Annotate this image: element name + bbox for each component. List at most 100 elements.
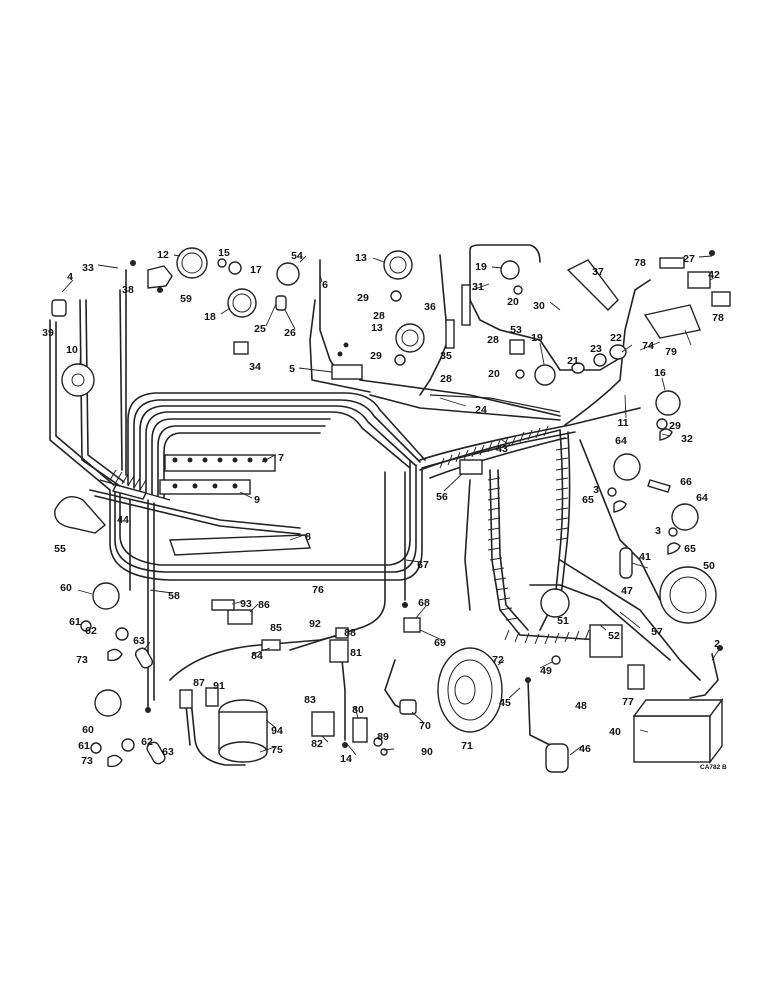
connector-66 <box>647 479 671 493</box>
nut-29-a <box>390 290 402 302</box>
callout-label: 25 <box>254 323 266 335</box>
callout-label: 46 <box>579 743 591 755</box>
callout-label: 75 <box>271 744 283 756</box>
capacitor-46 <box>545 743 569 773</box>
leader-lines <box>61 254 721 756</box>
lamp-16 <box>655 390 681 416</box>
callout-label: 85 <box>270 622 282 634</box>
bracket-93 <box>211 599 235 611</box>
callout-label: 19 <box>475 261 487 273</box>
gauge-54 <box>276 262 300 286</box>
nut-61-upper <box>80 620 92 632</box>
callout-label: 92 <box>309 618 321 630</box>
callout-label: 84 <box>251 650 263 662</box>
switch-68 <box>403 617 421 633</box>
nut-20-lower <box>515 369 525 379</box>
callout-label: 63 <box>162 746 174 758</box>
callout-label: 76 <box>312 584 324 596</box>
fitting-35 <box>445 319 455 349</box>
lamp-64-upper <box>613 453 641 481</box>
connector-49 <box>551 655 561 665</box>
callout-label: 62 <box>85 625 97 637</box>
callout-label: 15 <box>218 247 230 259</box>
callout-label: 29 <box>357 292 369 304</box>
callout-label: 3 <box>593 484 599 496</box>
resistor-63-upper <box>134 647 154 669</box>
switch-42 <box>687 271 711 289</box>
callout-label: 24 <box>475 404 487 416</box>
callout-label: 65 <box>582 494 594 506</box>
bracket-37 <box>566 259 619 311</box>
callout-label: 66 <box>680 476 692 488</box>
callout-label: 23 <box>590 343 602 355</box>
callout-label: 55 <box>54 543 66 555</box>
callout-label: 4 <box>67 271 73 283</box>
switch-81 <box>329 639 349 663</box>
callout-label: 86 <box>258 599 270 611</box>
callout-label: 91 <box>213 680 225 692</box>
regulator-51 <box>540 588 570 618</box>
callout-label: 61 <box>69 616 81 628</box>
callout-label: 88 <box>344 627 356 639</box>
callout-label: 3 <box>655 525 661 537</box>
callout-label: 47 <box>621 585 633 597</box>
callout-label: 31 <box>472 281 484 293</box>
callout-label: 33 <box>82 262 94 274</box>
lamp-13-upper <box>383 250 413 280</box>
lamp-60-upper <box>92 582 120 610</box>
battery-40 <box>633 715 711 763</box>
callout-label: 63 <box>133 635 145 647</box>
callout-label: 90 <box>421 746 433 758</box>
callout-label: 73 <box>81 755 93 767</box>
bracket-78-lower <box>711 291 731 307</box>
callout-label: 26 <box>284 327 296 339</box>
callout-label: 12 <box>157 249 169 261</box>
callout-label: 38 <box>122 284 134 296</box>
grommet-21 <box>571 362 585 374</box>
callout-label: 68 <box>418 597 430 609</box>
callout-label: 62 <box>141 736 153 748</box>
alternator-50 <box>659 566 717 624</box>
callout-label: 39 <box>42 327 54 339</box>
callout-label: 44 <box>117 514 129 526</box>
harness-wrap-43 <box>109 425 590 645</box>
callout-label: 30 <box>533 300 545 312</box>
clip-73-upper <box>107 648 123 662</box>
callout-label: 20 <box>488 368 500 380</box>
capacitor-41 <box>619 547 633 579</box>
callout-label: 50 <box>703 560 715 572</box>
lamp-19-lower <box>534 364 556 386</box>
callout-label: 54 <box>291 250 303 262</box>
callout-label: 28 <box>487 334 499 346</box>
clip-73-lower <box>107 754 123 768</box>
switch-80 <box>352 717 368 743</box>
callout-label: 13 <box>355 252 367 264</box>
callout-label: 42 <box>708 269 720 281</box>
callout-label: 2 <box>714 638 720 650</box>
callout-label: 93 <box>240 598 252 610</box>
callout-label: 78 <box>712 312 724 324</box>
callout-label: 82 <box>311 738 323 750</box>
callout-label: 67 <box>417 559 429 571</box>
bracket-82 <box>311 711 335 737</box>
regulator-48 <box>589 624 623 658</box>
callout-label: 29 <box>370 350 382 362</box>
callout-label: 74 <box>642 340 654 352</box>
callout-label: 58 <box>168 590 180 602</box>
switch-91 <box>205 687 219 707</box>
components <box>51 247 731 773</box>
callout-label: 22 <box>610 332 622 344</box>
bracket-77 <box>627 664 645 690</box>
callout-label: 64 <box>615 435 627 447</box>
callout-label: 40 <box>609 726 621 738</box>
clip-32 <box>659 428 673 441</box>
bracket-78-upper <box>659 257 685 269</box>
nut-90 <box>380 748 388 756</box>
clip-65-lower <box>667 542 681 555</box>
fitting-31 <box>461 284 471 326</box>
lamp-60-lower <box>94 689 122 717</box>
switch-53 <box>509 339 525 355</box>
callout-label: 89 <box>377 731 389 743</box>
